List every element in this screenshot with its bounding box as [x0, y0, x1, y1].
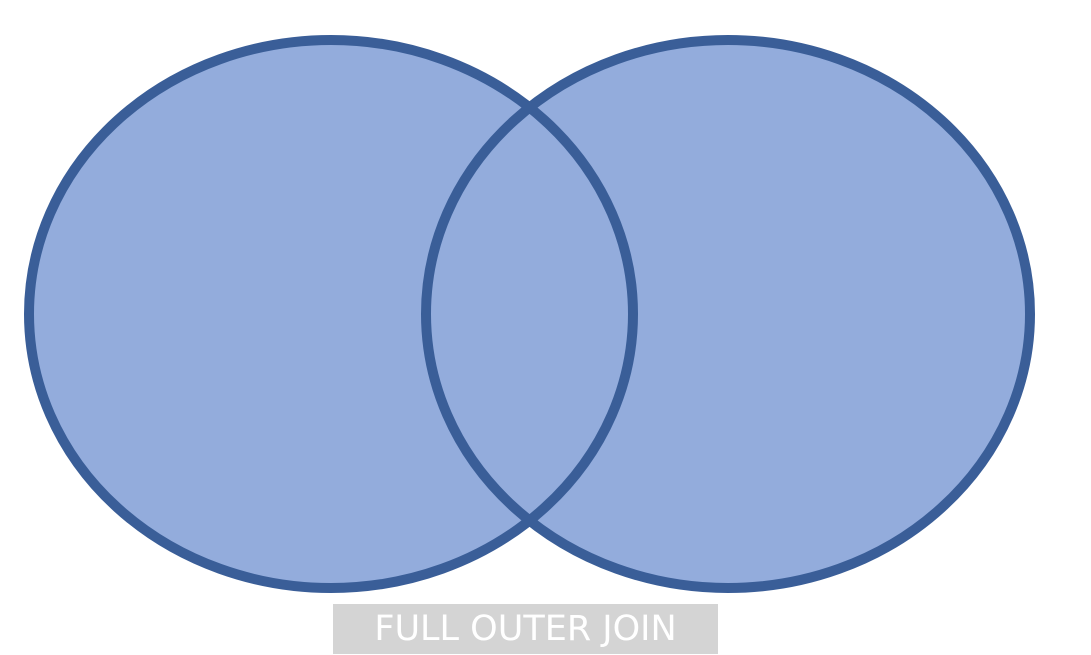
caption-label: FULL OUTER JOIN: [333, 604, 718, 654]
right-set-outline: [421, 35, 1035, 593]
right-set-fill: [426, 40, 1030, 588]
left-set-outline: [24, 35, 638, 593]
